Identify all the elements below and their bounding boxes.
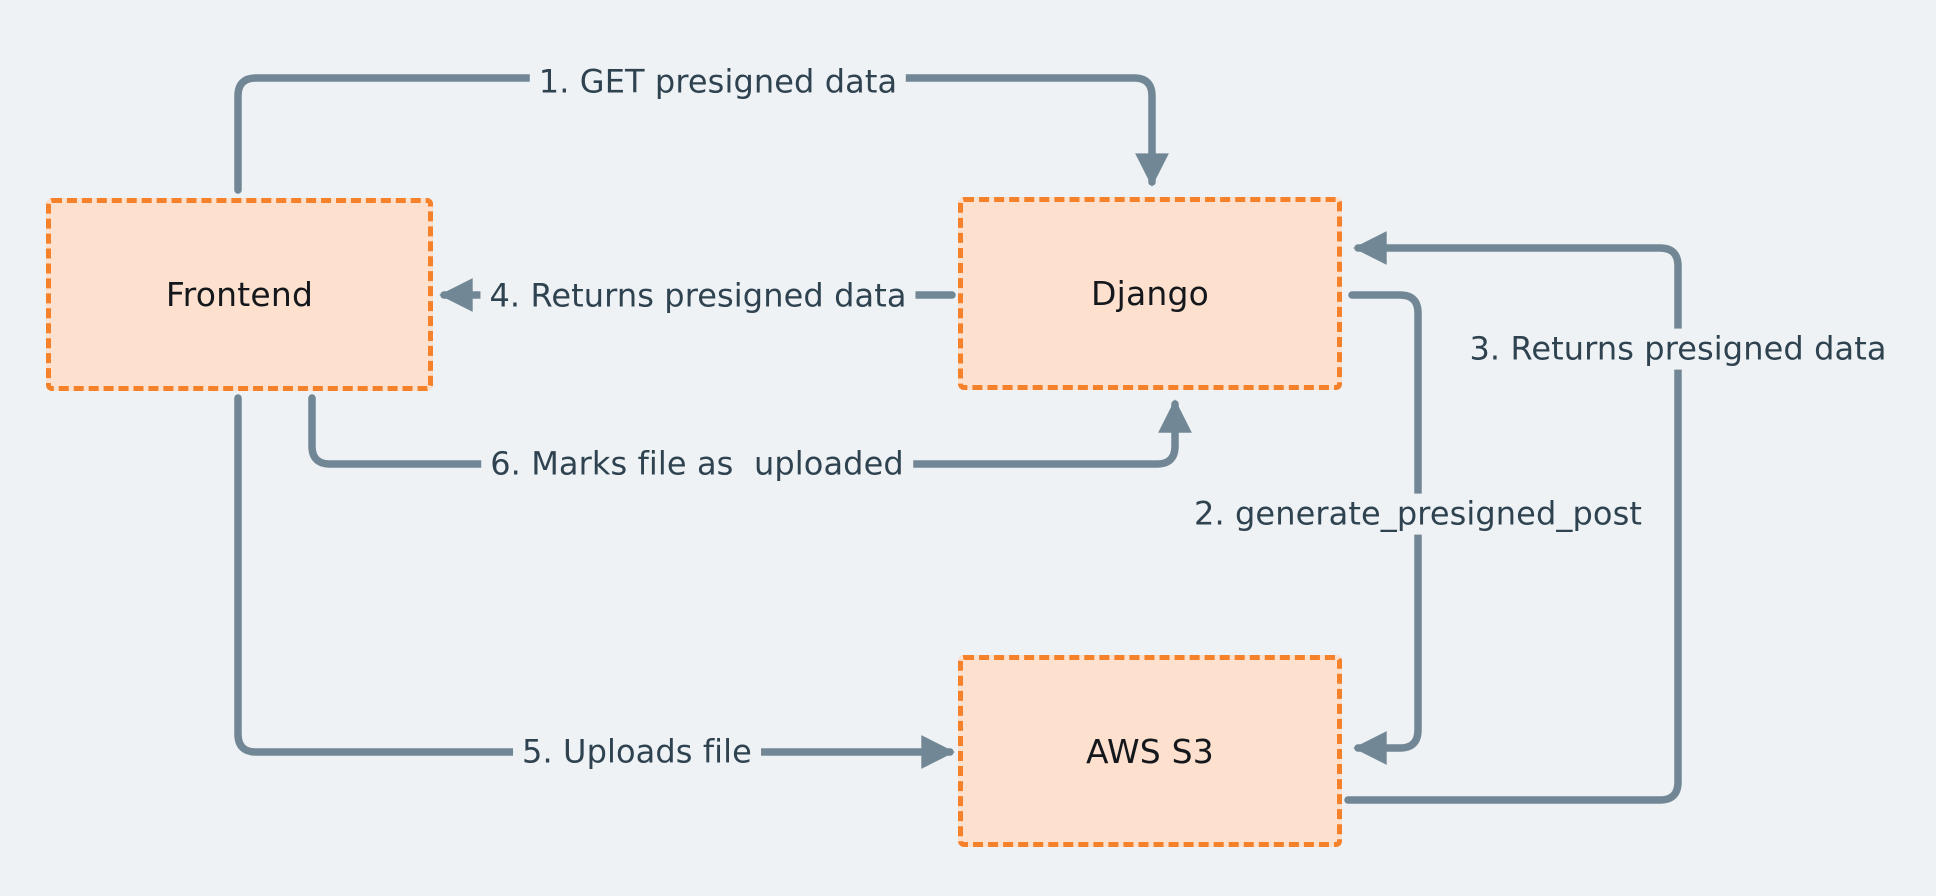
edge-label-5: 5. Uploads file bbox=[513, 731, 761, 773]
edge-label-4: 4. Returns presigned data bbox=[480, 275, 916, 317]
node-django-label: Django bbox=[1090, 274, 1210, 313]
edge-3-path bbox=[1344, 231, 1682, 804]
node-django[interactable]: Django bbox=[958, 197, 1342, 390]
node-aws-s3-label: AWS S3 bbox=[1086, 731, 1214, 771]
node-aws-s3[interactable]: AWS S3 bbox=[958, 655, 1342, 847]
node-frontend[interactable]: Frontend bbox=[46, 198, 433, 391]
edge-label-2: 2. generate_presigned_post bbox=[1185, 493, 1651, 535]
edge-label-1: 1. GET presigned data bbox=[529, 61, 907, 103]
node-frontend-label: Frontend bbox=[165, 275, 314, 314]
edge-label-3: 3. Returns presigned data bbox=[1460, 328, 1896, 370]
edge-5-path bbox=[234, 394, 955, 769]
edge-label-6: 6. Marks file as uploaded bbox=[481, 443, 913, 485]
